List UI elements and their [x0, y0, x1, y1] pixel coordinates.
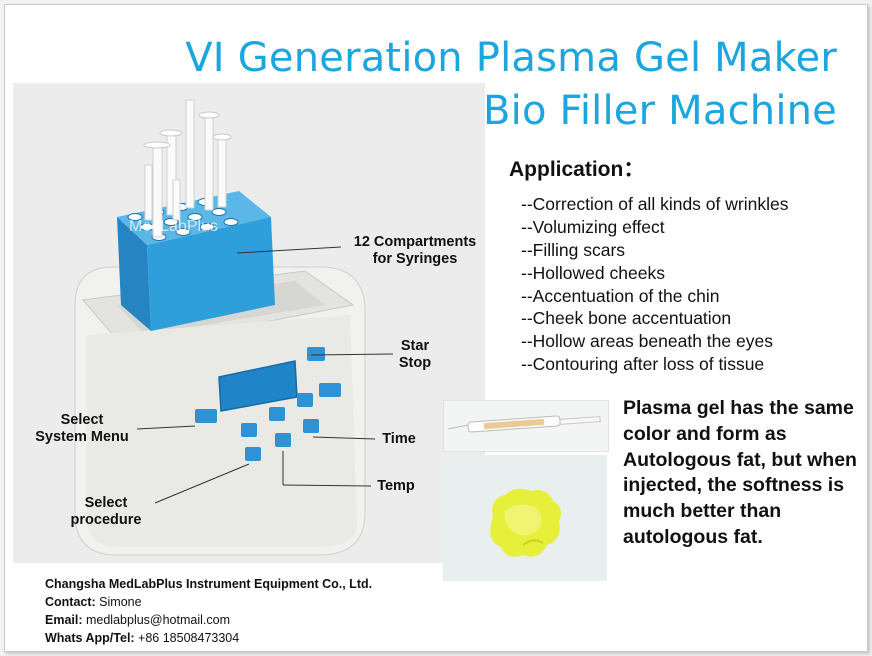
contact-line: Contact: Simone	[45, 593, 372, 611]
contact-label: Contact:	[45, 595, 96, 609]
list-item: --Accentuation of the chin	[521, 285, 720, 306]
syringe-illustration	[447, 415, 601, 433]
contact-info: Changsha MedLabPlus Instrument Equipment…	[45, 575, 372, 647]
phone-line: Whats App/Tel: +86 18508473304	[45, 629, 372, 647]
email-value: medlabplus@hotmail.com	[82, 613, 230, 627]
time-label: Time	[382, 431, 416, 447]
list-item: --Filling scars	[521, 239, 626, 260]
start-stop-label: Star Stop	[393, 338, 437, 372]
watermark-text: MedLabPlus	[129, 218, 218, 235]
list-item: --Hollow areas beneath the eyes	[521, 331, 773, 352]
machine-photo: MedLabPlus	[13, 83, 485, 563]
application-list: --Correction of all kinds of wrinkles --…	[521, 193, 788, 376]
select-menu-label: Select System Menu	[27, 412, 137, 446]
slide: VI Generation Plasma Gel Maker Bio Fille…	[4, 4, 868, 652]
control-panel	[195, 347, 341, 461]
compartments-line-2: for Syringes	[372, 251, 458, 267]
select-procedure-line-2: procedure	[70, 512, 142, 528]
gel-photo	[443, 455, 607, 581]
list-item: --Cheek bone accentuation	[521, 308, 732, 329]
email-line: Email: medlabplus@hotmail.com	[45, 611, 372, 629]
select-menu-line-2: System Menu	[35, 429, 129, 445]
contact-value: Simone	[95, 595, 142, 609]
select-procedure-line-1: Select	[84, 495, 128, 511]
email-label: Email:	[45, 613, 83, 627]
temp-label: Temp	[377, 478, 415, 494]
plasma-gel-description: Plasma gel has the same color and form a…	[623, 397, 857, 548]
title-line-1: VI Generation Plasma Gel Maker	[185, 35, 837, 81]
application-heading: Application：	[509, 158, 645, 181]
list-item: --Contouring after loss of tissue	[521, 354, 765, 375]
machine-illustration: MedLabPlus	[74, 99, 394, 556]
syringe-photo	[443, 400, 609, 452]
list-item: --Correction of all kinds of wrinkles	[521, 194, 789, 214]
start-stop-line-2: Stop	[398, 355, 432, 371]
company-name: Changsha MedLabPlus Instrument Equipment…	[45, 575, 372, 593]
select-procedure-label: Select procedure	[63, 495, 149, 529]
list-item: --Hollowed cheeks	[521, 262, 665, 283]
phone-label: Whats App/Tel:	[45, 631, 135, 645]
gel-illustration	[490, 488, 561, 557]
compartments-label: 12 Compartments for Syringes	[345, 234, 485, 268]
company-name-text: Changsha MedLabPlus Instrument Equipment…	[45, 577, 373, 591]
list-item: --Volumizing effect	[521, 216, 665, 237]
phone-value: +86 18508473304	[134, 631, 240, 645]
start-stop-line-1: Star	[400, 338, 430, 354]
title-line-2: Bio Filler Machine	[483, 88, 837, 134]
select-menu-line-1: Select	[60, 412, 104, 428]
compartments-line-1: 12 Compartments	[353, 234, 477, 250]
